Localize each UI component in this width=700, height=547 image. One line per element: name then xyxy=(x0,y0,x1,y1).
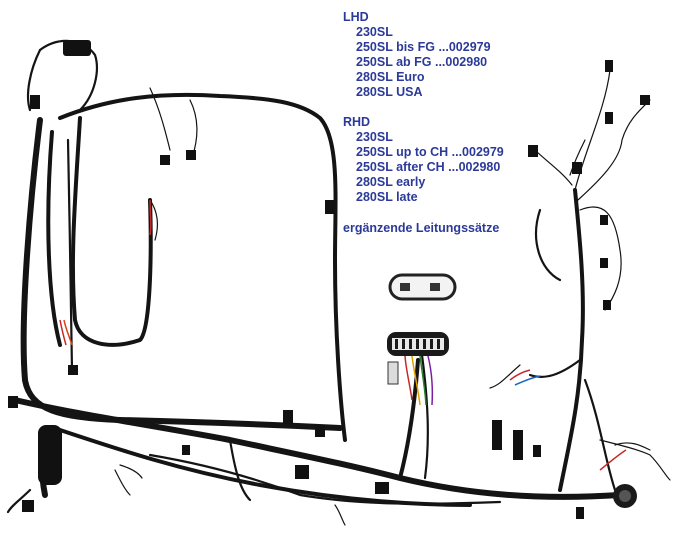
connectors xyxy=(8,40,650,519)
bottom-trunk xyxy=(12,353,623,507)
rhd-item-250sl-after: 250SL after CH ...002980 xyxy=(356,160,501,174)
lhd-title: LHD xyxy=(343,10,369,24)
lhd-item-230sl: 230SL xyxy=(356,25,393,39)
supplementary-harness-note: ergänzende Leitungssätze xyxy=(343,221,500,235)
lhd-item-280sl-usa: 280SL USA xyxy=(356,85,423,99)
loose-wires xyxy=(114,442,671,526)
lhd-item-280sl-euro: 280SL Euro xyxy=(356,70,425,84)
rhd-item-250sl-up-to: 250SL up to CH ...002979 xyxy=(356,145,504,159)
fuse-box xyxy=(387,332,449,406)
relay-cover xyxy=(388,273,457,301)
variant-legend: LHD 230SL 250SL bis FG ...002979 250SL a… xyxy=(343,10,504,236)
colored-wire-ends xyxy=(59,199,627,471)
lhd-item-250sl-ab: 250SL ab FG ...002980 xyxy=(356,55,488,69)
rhd-title: RHD xyxy=(343,115,371,129)
rhd-item-280sl-early: 280SL early xyxy=(356,175,426,189)
right-harness-branch xyxy=(489,69,651,492)
rhd-item-280sl-late: 280SL late xyxy=(356,190,418,204)
lhd-item-250sl-bis: 250SL bis FG ...002979 xyxy=(356,40,491,54)
rhd-item-230sl: 230SL xyxy=(356,130,393,144)
